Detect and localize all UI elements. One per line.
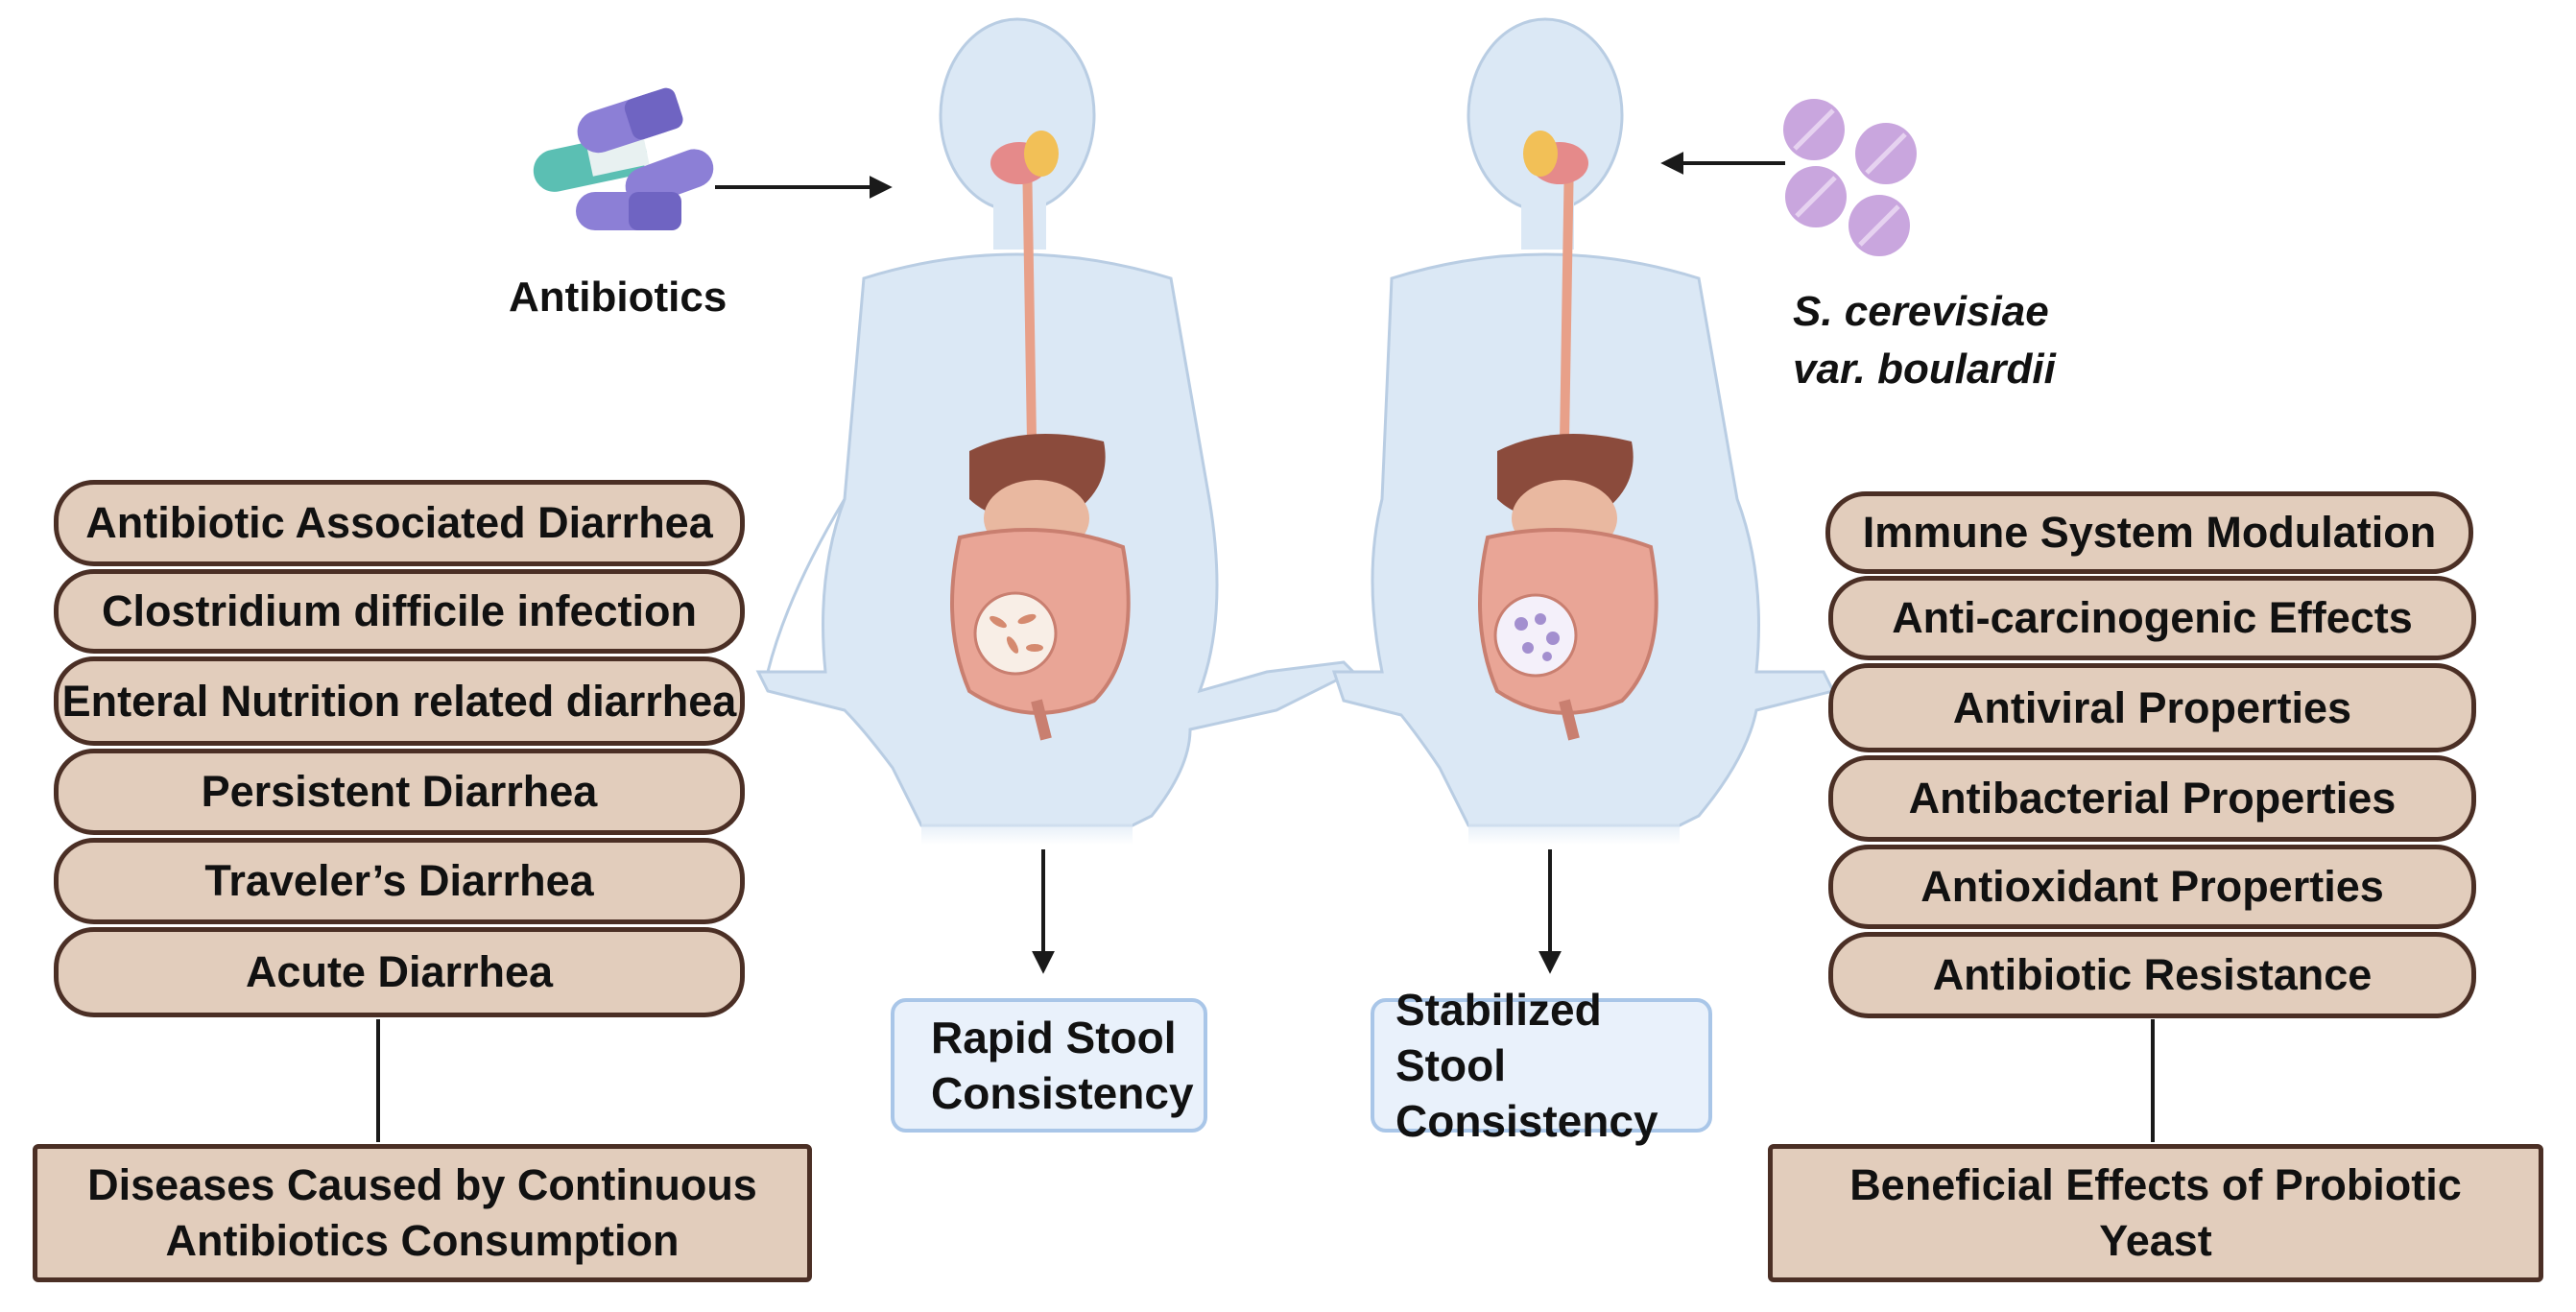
stool-box-left: Rapid Stool Consistency — [891, 998, 1207, 1133]
effect-pill: Antibacterial Properties — [1828, 755, 2476, 842]
capsules-icon — [533, 87, 714, 230]
left-summary-line-2: Antibiotics Consumption — [165, 1216, 680, 1265]
condition-label: Persistent Diarrhea — [201, 767, 598, 816]
condition-pill: Enteral Nutrition related diarrhea — [54, 656, 745, 746]
effect-label: Antioxidant Properties — [1920, 862, 2384, 911]
effect-pill: Anti-carcinogenic Effects — [1828, 576, 2476, 660]
left-summary-line-1: Diseases Caused by Continuous — [87, 1160, 757, 1209]
condition-pill: Antibiotic Associated Diarrhea — [54, 480, 745, 566]
probiotic-label: S. cerevisiae var. boulardii — [1793, 283, 2056, 398]
antibiotics-label: Antibiotics — [509, 274, 727, 321]
effect-label: Antiviral Properties — [1952, 682, 2352, 732]
stool-left-line-1: Rapid Stool — [931, 1013, 1177, 1062]
left-body-figure — [755, 17, 1356, 845]
right-summary-line-2: Yeast — [2099, 1216, 2212, 1265]
condition-pill: Traveler’s Diarrhea — [54, 838, 745, 924]
condition-pill: Acute Diarrhea — [54, 927, 745, 1017]
stool-right-line-2: Consistency — [1395, 1096, 1658, 1146]
effect-label: Antibiotic Resistance — [1932, 950, 2373, 999]
right-summary-line-1: Beneficial Effects of Probiotic — [1849, 1160, 2462, 1209]
effect-pill: Antioxidant Properties — [1828, 845, 2476, 929]
stool-left-line-2: Consistency — [931, 1068, 1194, 1118]
probiotic-label-line-2: var. boulardii — [1793, 346, 2056, 393]
right-body-figure — [1331, 17, 1836, 845]
effect-label: Anti-carcinogenic Effects — [1892, 593, 2413, 642]
condition-pill: Persistent Diarrhea — [54, 749, 745, 835]
tablets-icon — [1783, 99, 1917, 256]
effect-pill: Antibiotic Resistance — [1828, 932, 2476, 1018]
stool-right-line-1: Stabilized Stool — [1395, 985, 1602, 1090]
effect-pill: Antiviral Properties — [1828, 663, 2476, 752]
condition-label: Enteral Nutrition related diarrhea — [61, 676, 737, 726]
condition-label: Traveler’s Diarrhea — [204, 856, 594, 905]
left-summary-box: Diseases Caused by Continuous Antibiotic… — [33, 1144, 812, 1282]
probiotic-label-line-1: S. cerevisiae — [1793, 288, 2049, 335]
condition-label: Clostridium difficile infection — [101, 586, 698, 635]
right-summary-box: Beneficial Effects of Probiotic Yeast — [1768, 1144, 2543, 1282]
condition-pill: Clostridium difficile infection — [54, 569, 745, 654]
stool-box-right: Stabilized Stool Consistency — [1371, 985, 1712, 1146]
condition-label: Antibiotic Associated Diarrhea — [85, 498, 713, 547]
condition-label: Acute Diarrhea — [245, 947, 554, 996]
effect-pill: Immune System Modulation — [1825, 491, 2473, 574]
effect-label: Antibacterial Properties — [1908, 774, 2397, 823]
effect-label: Immune System Modulation — [1862, 508, 2437, 557]
